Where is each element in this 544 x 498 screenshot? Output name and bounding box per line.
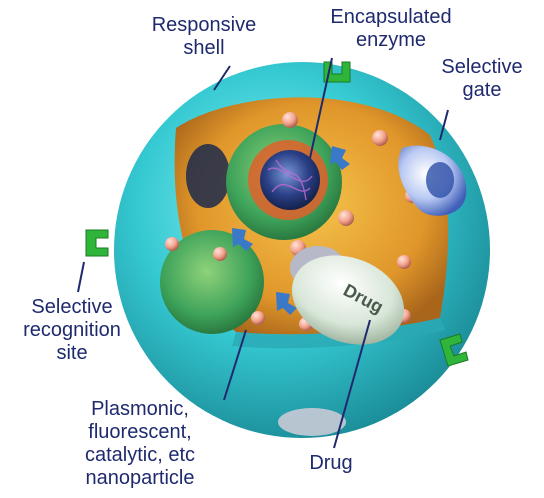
label-encapsulated-enzyme: Encapsulated enzyme: [316, 6, 466, 52]
label-line: Drug: [296, 452, 366, 475]
label-line: Plasmonic,: [40, 398, 240, 421]
label-line: shell: [134, 37, 274, 60]
label-line: nanoparticle: [40, 467, 240, 490]
enzyme-molecule-icon: [260, 150, 320, 210]
label-selective-recognition-site: Selective recognition site: [2, 296, 142, 365]
label-line: gate: [426, 79, 538, 102]
label-line: enzyme: [316, 29, 466, 52]
shell-pocket: [186, 144, 230, 208]
label-line: Selective: [2, 296, 142, 319]
label-selective-gate: Selective gate: [426, 56, 538, 102]
label-line: catalytic, etc: [40, 444, 240, 467]
label-line: site: [2, 342, 142, 365]
shell-bottom-rim: [278, 408, 346, 436]
label-responsive-shell: Responsive shell: [134, 14, 274, 60]
label-line: recognition: [2, 319, 142, 342]
label-drug: Drug: [296, 452, 366, 475]
label-nanoparticle: Plasmonic, fluorescent, catalytic, etc n…: [40, 398, 240, 490]
label-line: Responsive: [134, 14, 274, 37]
label-line: fluorescent,: [40, 421, 240, 444]
label-line: Encapsulated: [316, 6, 466, 29]
label-line: Selective: [426, 56, 538, 79]
